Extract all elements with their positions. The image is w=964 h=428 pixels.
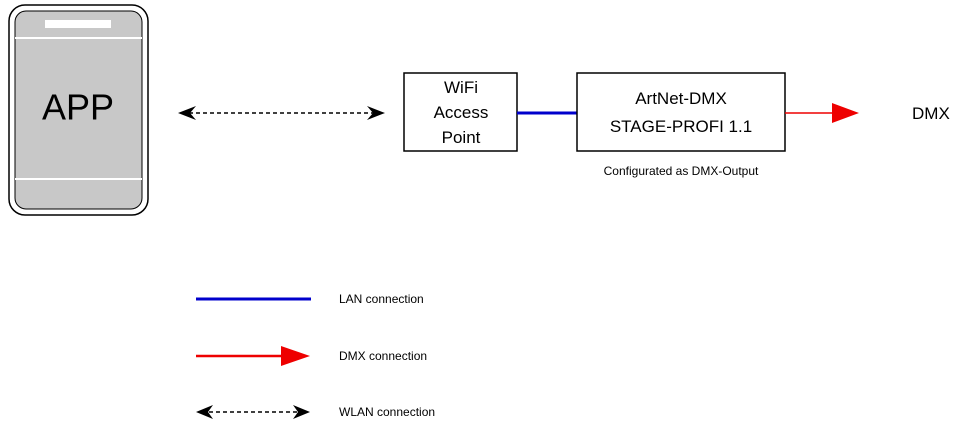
- legend-wlan-label: WLAN connection: [339, 405, 435, 419]
- device-line-1: ArtNet-DMX: [635, 89, 727, 108]
- access-point-line-3: Point: [442, 128, 481, 147]
- access-point-line-2: Access: [434, 103, 489, 122]
- wlan-arrowhead-left: [178, 106, 196, 120]
- phone-device: APP: [8, 4, 149, 216]
- access-point-line-1: WiFi: [444, 78, 478, 97]
- dmx-output-label: DMX: [912, 104, 950, 123]
- wlan-arrowhead-right: [367, 106, 385, 120]
- legend-wlan-arrowhead-left: [196, 405, 213, 419]
- access-point-box: WiFi Access Point: [403, 72, 518, 152]
- device-line-2: STAGE-PROFI 1.1: [610, 117, 752, 136]
- legend-dmx-label: DMX connection: [339, 349, 427, 363]
- artnet-dmx-device-box: ArtNet-DMX STAGE-PROFI 1.1: [576, 72, 786, 152]
- legend-wlan-arrowhead-right: [293, 405, 310, 419]
- device-note: Configurated as DMX-Output: [604, 164, 759, 178]
- legend-dmx-swatch-arrowhead: [281, 346, 310, 366]
- dmx-output-arrowhead: [832, 103, 859, 123]
- app-label: APP: [42, 87, 114, 128]
- legend-lan-label: LAN connection: [339, 292, 424, 306]
- legend: LAN connection DMX connection WLAN conne…: [196, 292, 435, 419]
